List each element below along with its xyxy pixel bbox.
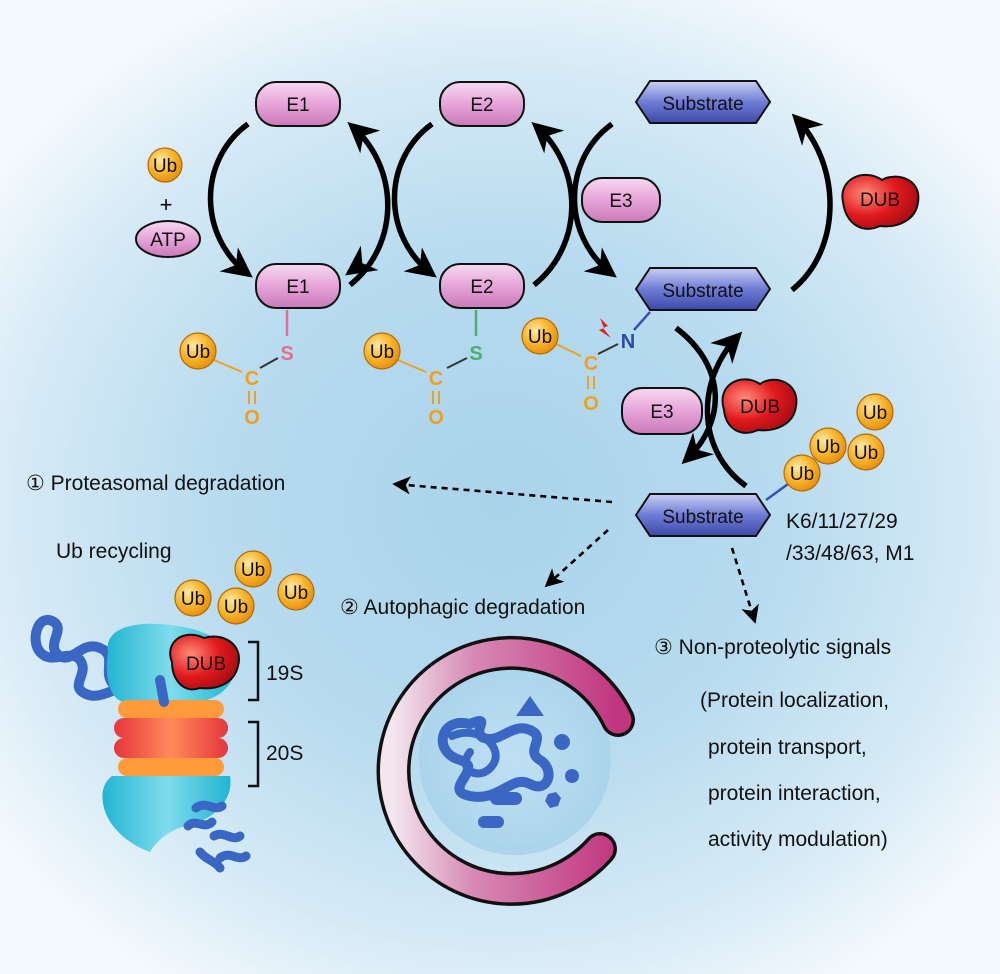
label-19s: 19S xyxy=(266,662,303,685)
ubiquitin-chain: Ub Ub Ub Ub xyxy=(783,393,894,492)
plus-sign: + xyxy=(160,192,173,217)
bracket-20s xyxy=(248,720,260,788)
label-20s: 20S xyxy=(266,742,303,765)
e1-free: E1 xyxy=(255,81,341,127)
arrow-chain-elongation xyxy=(674,325,718,465)
bracket-19s xyxy=(248,640,260,702)
cargo-triangle xyxy=(516,696,544,716)
arrow-substrate-transfer xyxy=(571,121,617,278)
recycled-ub-2: Ub xyxy=(181,589,205,610)
e3-oxygen: O xyxy=(583,393,599,415)
signal-detail-3: protein interaction, xyxy=(708,782,881,805)
cargo-hexagon xyxy=(545,792,561,808)
arrow-to-proteasome xyxy=(392,476,613,504)
peptide-fragments xyxy=(183,800,251,873)
cargo-pill-2 xyxy=(478,816,504,828)
e1-top-label: E1 xyxy=(286,95,309,116)
chain-ub-2: Ub xyxy=(816,437,840,458)
substrate-conjugated: Substrate N C O Ub xyxy=(521,267,772,415)
e1-bottom-label: E1 xyxy=(286,277,309,298)
cargo-dot-1 xyxy=(554,734,570,750)
substrate-mid-label: Substrate xyxy=(662,281,743,302)
arrow-e1-charging xyxy=(207,121,253,278)
arrow-to-signals xyxy=(730,547,759,624)
e3-lower-label: E3 xyxy=(650,402,673,423)
e2-charged: E2 S C O Ub xyxy=(363,263,525,429)
recycled-ubiquitins: Ub Ub Ub Ub xyxy=(174,550,315,625)
e3-carbon: C xyxy=(584,353,598,375)
chain-ub-4: Ub xyxy=(863,403,887,424)
dub-lower: DUB xyxy=(721,378,798,434)
arrow-e1-return xyxy=(347,122,391,288)
substrate-polyubiquitinated: Substrate xyxy=(634,482,789,537)
linkage-line-1: K6/11/27/29 xyxy=(786,510,898,533)
signal-detail-1: (Protein localization, xyxy=(700,689,889,712)
arrow-e2-return xyxy=(531,122,575,288)
e1-oxygen: O xyxy=(244,407,260,429)
e3-ligase: E3 xyxy=(581,177,661,223)
cycle-arrows xyxy=(207,113,833,489)
dub-proteasome-label: DUB xyxy=(186,654,226,675)
recycled-ub-3: Ub xyxy=(224,597,248,618)
e3-mid-label: E3 xyxy=(609,191,632,212)
arrow-to-autophagy xyxy=(544,529,609,588)
ub-input-label: Ub xyxy=(153,156,177,177)
e3-lower: E3 xyxy=(621,387,703,435)
chain-ub-3: Ub xyxy=(854,443,878,464)
autophagosome xyxy=(376,635,635,906)
proteasomal-label: ① Proteasomal degradation xyxy=(26,472,285,495)
cargo-pill xyxy=(490,792,522,805)
e2-oxygen: O xyxy=(428,407,444,429)
dub-top: DUB xyxy=(841,174,920,230)
e3-ub-label: Ub xyxy=(528,327,552,348)
substrate-free: Substrate xyxy=(634,80,772,124)
arrow-chain-trimming xyxy=(704,331,748,489)
ub-atp-input: Ub + ATP xyxy=(135,147,201,258)
substrate-top-label: Substrate xyxy=(662,94,743,115)
recycled-ub-4: Ub xyxy=(284,583,308,604)
e2-ub-label: Ub xyxy=(370,342,394,363)
cargo-dot-2 xyxy=(565,769,579,783)
e2-carbon: C xyxy=(429,368,443,390)
e2-bottom-label: E2 xyxy=(470,277,493,298)
base-cyan xyxy=(102,776,231,852)
e2-sulfur: S xyxy=(469,343,482,365)
arrow-transthiolation xyxy=(391,121,437,278)
e2-free: E2 xyxy=(439,81,525,127)
e2-top-label: E2 xyxy=(470,95,493,116)
recycled-ub-1: Ub xyxy=(241,560,265,581)
nonproteolytic-label: ③ Non-proteolytic signals xyxy=(654,636,891,659)
dub-right-label: DUB xyxy=(860,190,900,211)
arrow-dub-release xyxy=(790,113,833,293)
signal-detail-2: protein transport, xyxy=(708,736,867,759)
proteasome: DUB 19S 20S xyxy=(30,615,303,873)
substrate-bottom-label: Substrate xyxy=(662,507,743,528)
outcome-arrows xyxy=(392,476,759,624)
signal-detail-4: activity modulation) xyxy=(708,828,888,851)
chain-ub-1: Ub xyxy=(790,464,814,485)
dub-proteasome-shape xyxy=(169,633,240,691)
atp-label: ATP xyxy=(150,230,186,251)
ub-recycling-label: Ub recycling xyxy=(56,540,172,563)
e1-ub-label: Ub xyxy=(186,342,210,363)
autophagic-label: ② Autophagic degradation xyxy=(340,596,585,619)
e1-carbon: C xyxy=(245,368,259,390)
bond-break-icon xyxy=(599,318,611,338)
lysine-nitrogen: N xyxy=(621,331,635,353)
dub-lower-label: DUB xyxy=(740,397,780,418)
e1-sulfur: S xyxy=(280,343,293,365)
linkage-line-2: /33/48/63, M1 xyxy=(786,542,914,565)
e1-charged: E1 S C O Ub xyxy=(179,263,341,429)
